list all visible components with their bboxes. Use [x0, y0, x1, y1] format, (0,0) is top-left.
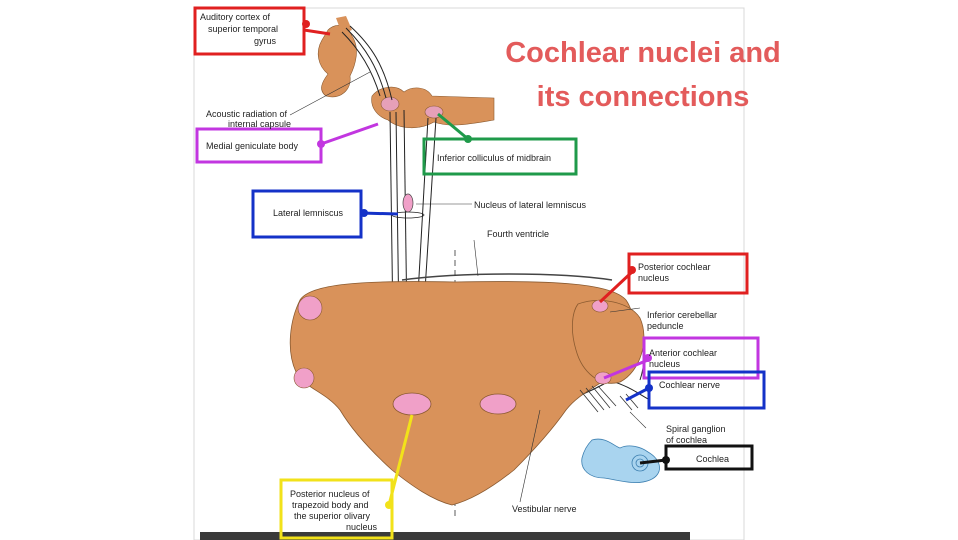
title-line-2: its connections — [537, 81, 750, 113]
trapezoid-olivary-nucleus — [392, 392, 432, 416]
bottom-toolbar-strip — [200, 532, 690, 540]
label-trapezoid-3: the superior olivary — [294, 511, 371, 521]
nucleus-of-lateral-lemniscus — [402, 193, 414, 213]
label-posterior-cochlear-1: Posterior cochlear — [638, 262, 711, 272]
label-trapezoid-2: trapezoid body and — [292, 500, 369, 510]
label-acoustic-radiation-1: Acoustic radiation of — [206, 109, 288, 119]
brainstem-section — [289, 281, 634, 506]
arrow-auditory-cortex — [303, 28, 331, 36]
label-trapezoid-1: Posterior nucleus of — [290, 489, 370, 499]
label-auditory-cortex-2: superior temporal — [208, 24, 278, 34]
arrow-cochlea — [639, 458, 667, 465]
anterior-cochlear-nucleus — [594, 371, 612, 385]
arrow-trapezoid — [387, 414, 414, 506]
label-spiral-ganglion-2: of cochlea — [666, 435, 707, 445]
title-line-1: Cochlear nuclei and — [505, 37, 781, 69]
inferior-cerebellar-peduncle-shape — [572, 300, 645, 384]
left-olive-top — [297, 295, 323, 321]
label-inferior-colliculus: Inferior colliculus of midbrain — [437, 153, 551, 163]
arrow-dots — [302, 20, 670, 509]
label-medial-geniculate: Medial geniculate body — [206, 141, 299, 151]
arrow-anterior-cochlear — [603, 358, 649, 380]
label-spiral-ganglion-1: Spiral ganglion — [666, 424, 726, 434]
cochlea-shape — [581, 438, 660, 483]
inferior-colliculus-box — [422, 137, 578, 176]
fourth-ventricle-line — [401, 273, 613, 281]
label-cochlea: Cochlea — [696, 454, 729, 464]
arrow-cochlear-nerve — [625, 386, 650, 402]
label-posterior-cochlear-2: nucleus — [638, 273, 670, 283]
label-cochlear-nerve: Cochlear nerve — [659, 380, 720, 390]
right-trapezoid-nucleus — [479, 393, 517, 415]
label-nucleus-lateral-lemniscus: Nucleus of lateral lemniscus — [474, 200, 587, 210]
trapezoid-box — [279, 478, 394, 540]
label-lateral-lemniscus: Lateral lemniscus — [273, 208, 344, 218]
label-inferior-cerebellar-2: peduncle — [647, 321, 684, 331]
label-acoustic-radiation-2: internal capsule — [228, 119, 291, 129]
label-anterior-cochlear-2: nucleus — [649, 359, 681, 369]
label-vestibular-nerve: Vestibular nerve — [512, 504, 577, 514]
medial-geniculate-nucleus — [380, 96, 400, 112]
label-trapezoid-4: nucleus — [346, 522, 378, 532]
nerve-rootlets — [579, 385, 639, 413]
left-olive-bottom — [293, 367, 315, 389]
label-auditory-cortex-1: Auditory cortex of — [200, 12, 271, 22]
arrow-posterior-cochlear — [598, 270, 634, 304]
arrow-inferior-colliculus — [437, 112, 469, 141]
label-anterior-cochlear-1: Anterior cochlear — [649, 348, 717, 358]
arrow-medial-geniculate — [320, 122, 379, 146]
label-inferior-cerebellar-1: Inferior cerebellar — [647, 310, 717, 320]
label-fourth-ventricle: Fourth ventricle — [487, 229, 549, 239]
leader-lines — [289, 71, 647, 503]
label-auditory-cortex-3: gyrus — [254, 36, 277, 46]
